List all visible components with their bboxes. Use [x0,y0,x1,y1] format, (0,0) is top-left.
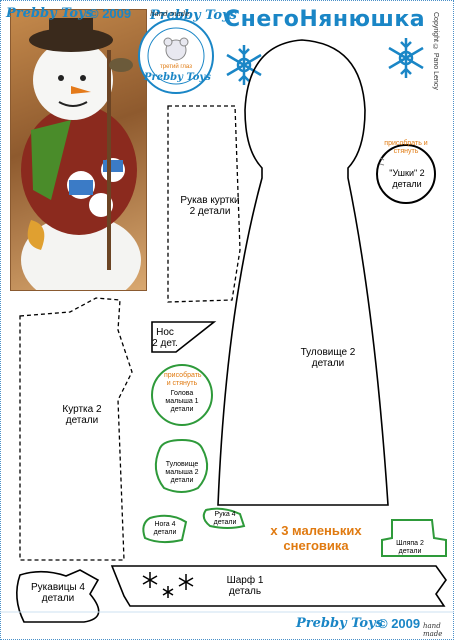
ears-pattern [376,144,436,204]
body-pattern [217,39,389,506]
footer-handmade: hand made [423,622,443,638]
scarf-snowflake-icon [162,586,174,598]
small-body-label: Туловище малыша 2 детали [165,461,199,484]
small-head-pattern [151,364,213,426]
sleeve-label: Рукав куртки 2 детали [180,195,240,217]
hand-label: Рука 4 детали [213,511,237,526]
small-body-pattern [154,438,209,493]
scarf-label: Шарф 1 деталь [226,575,264,597]
seal-brand: Prebby Toys [144,72,211,83]
small-head-label: Голова малыша 1 детали [165,390,199,413]
x3-note: х 3 маленьких снеговика [270,523,362,553]
header-handmade: hand made [150,10,190,18]
body-label: Туловище 2 детали [300,347,356,369]
hat-label: Шляпа 2 детали [396,540,424,555]
scarf-snowflake-icon [178,574,194,590]
ears-label: "Ушки" 2 детали [389,168,425,189]
footer-year: © 2009 [378,616,421,631]
hat-pattern [381,519,447,557]
seal-graphic [147,27,205,85]
top-left-brand: Prebby Toys [6,6,93,21]
snowflake-icon [226,45,262,85]
snowman-illustration [21,18,141,290]
ears-gather-marks [379,157,385,166]
footer-brand: Prebby Toys [296,616,383,631]
hand-pattern [202,507,246,529]
seal-inner-text: третий глаз [160,64,192,70]
seal-badge: третий глаз Prebby Toys [138,18,214,94]
ears-note: присобрать и стянуть [384,140,428,155]
jacket-pattern [19,297,133,561]
jacket-label: Куртка 2 детали [62,404,102,426]
mittens-label: Рукавицы 4 детали [31,582,85,604]
snowflake-icon [388,38,424,78]
sleeve-pattern [167,105,241,303]
leg-pattern [142,514,188,544]
leg-label: Нога 4 детали [153,521,177,536]
page-title: СнегоНянюшка [224,7,426,32]
header-year: © 2009 [89,6,132,21]
scarf-pattern [110,565,447,607]
nose-label: Нос 2 дет. [152,327,178,349]
nose-pattern [151,321,217,353]
copyright-note: Copyright © Pano Lency [432,12,439,90]
snowman-photo [10,9,147,291]
mittens-pattern [16,569,100,623]
small-head-note: присобрать и стянуть [164,372,202,387]
scarf-snowflake-icon [142,572,158,588]
